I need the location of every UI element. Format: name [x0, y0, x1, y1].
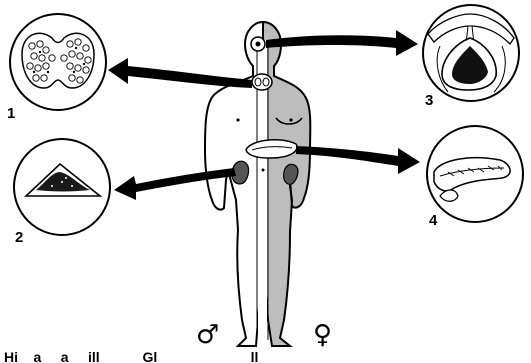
adrenal-detail-circle: [14, 139, 110, 235]
thyroid-marker: [252, 74, 272, 90]
pituitary-detail-circle: [423, 5, 519, 101]
arrow-to-3: [266, 30, 418, 56]
arrow-to-4: [296, 146, 420, 174]
female-symbol: ♀: [313, 320, 332, 350]
label-gland-1: 1: [7, 105, 15, 122]
bottom-caption: Hi a a ill Gl ll: [4, 349, 282, 363]
label-gland-2: 2: [15, 229, 23, 246]
human-figure: [205, 22, 310, 346]
label-gland-3: 3: [425, 92, 433, 109]
navel: [262, 169, 265, 172]
male-symbol: ♂: [196, 320, 219, 350]
pancreas-detail-circle: [427, 126, 523, 222]
arrow-to-1: [108, 58, 252, 88]
label-gland-4: 4: [429, 212, 438, 229]
male-body-half: [205, 22, 263, 346]
female-body-half: [263, 22, 310, 346]
thyroid-detail-circle: [10, 14, 106, 110]
pituitary-marker: [251, 37, 265, 51]
